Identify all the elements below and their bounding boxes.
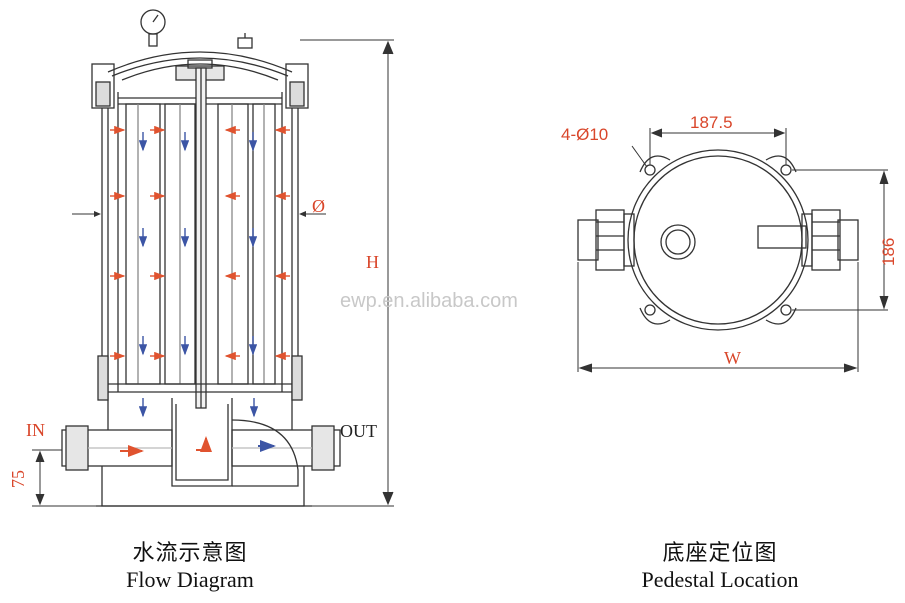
- label-holes: 4-Ø10: [561, 125, 608, 144]
- label-diameter: Ø: [312, 196, 325, 216]
- label-depth: 186: [879, 238, 898, 266]
- flow-diagram-caption: 水流示意图 Flow Diagram: [60, 535, 320, 593]
- flow-dimension-lines: [32, 39, 394, 507]
- outlet-port-icon: [757, 225, 807, 249]
- label-width: W: [724, 348, 741, 368]
- housing-lid: [107, 51, 293, 73]
- label-out: OUT: [340, 421, 377, 441]
- pedestal-plan-view: [577, 149, 859, 331]
- pedestal-caption-cn: 底座定位图: [662, 541, 778, 566]
- mounting-hole-icon: [780, 304, 792, 316]
- drain-port-icon: [660, 224, 696, 260]
- flow-arrows-inward: [110, 125, 290, 457]
- mounting-hole-icon: [780, 164, 792, 176]
- watermark: ewp.en.alibaba.com: [340, 290, 518, 312]
- pedestal-dimension-lines: [577, 128, 889, 373]
- pedestal-caption: 底座定位图 Pedestal Location: [600, 535, 840, 593]
- filter-housing-section: [61, 9, 341, 507]
- label-height: H: [366, 252, 379, 272]
- flow-caption-en: Flow Diagram: [126, 567, 254, 592]
- pedestal-caption-en: Pedestal Location: [641, 567, 799, 592]
- label-base-height: 75: [8, 470, 28, 488]
- mounting-hole-icon: [644, 304, 656, 316]
- label-in: IN: [26, 420, 45, 440]
- pedestal-outline: [627, 149, 809, 331]
- flow-caption-cn: 水流示意图: [132, 541, 248, 566]
- vent-valve-icon: [237, 37, 253, 49]
- label-spacing: 187.5: [690, 113, 733, 132]
- flow-arrows-downward: [138, 132, 276, 452]
